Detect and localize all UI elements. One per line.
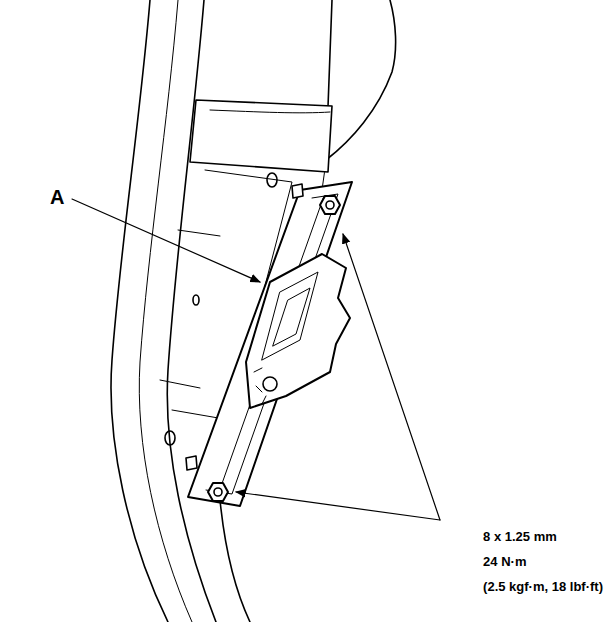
slider-knob xyxy=(263,377,277,391)
adjuster-plate xyxy=(188,182,352,506)
pillar-band xyxy=(210,110,330,113)
slider-knob xyxy=(254,368,266,404)
inner-panel xyxy=(178,230,220,236)
torque-spec: 24 N·m xyxy=(483,555,526,569)
stud xyxy=(292,184,303,198)
stud xyxy=(186,456,197,470)
panel-hole xyxy=(267,173,277,187)
bolt xyxy=(320,196,340,214)
torque-spec: (2.5 kgf·m, 18 lbf·ft) xyxy=(483,580,603,594)
pillar-edge xyxy=(167,0,216,622)
slider-mechanism xyxy=(246,254,350,408)
bolt xyxy=(208,483,228,501)
part-label: A xyxy=(50,186,64,208)
slider-slot xyxy=(262,272,318,360)
pillar-edge xyxy=(220,500,250,622)
inner-panel xyxy=(160,380,200,388)
pillar-edge xyxy=(326,0,396,160)
leader-line xyxy=(72,199,260,282)
bolt xyxy=(326,201,334,209)
leader-line xyxy=(343,234,440,520)
pillar-band xyxy=(190,100,332,172)
fastener-size: 8 x 1.25 mm xyxy=(483,530,557,544)
slider-slot xyxy=(273,288,310,346)
panel-hole xyxy=(193,295,199,305)
leader-line xyxy=(236,492,440,520)
pillar-edge xyxy=(139,0,192,622)
panel-hole xyxy=(165,431,175,445)
bolt xyxy=(214,488,222,496)
